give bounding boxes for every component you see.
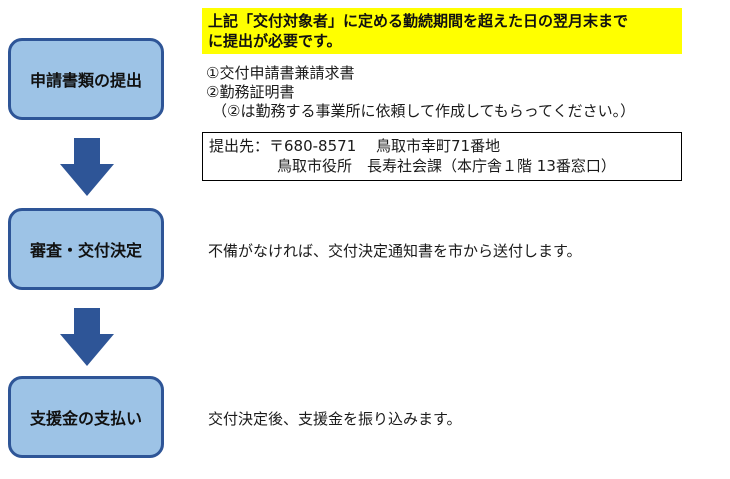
submission-label: 提出先：	[209, 137, 270, 155]
review-description: 不備がなければ、交付決定通知書を市から送付します。	[208, 242, 582, 260]
deadline-notice-line1: 上記「交付対象者」に定める勤続期間を超えた日の翌月末まで	[208, 12, 629, 30]
document-certificate-note: （②は勤務する事業所に依頼して作成してもらってください。）	[212, 102, 636, 120]
submission-office: 鳥取市役所 長寿社会課（本庁舎１階 13番窓口）	[277, 157, 616, 175]
submission-address-row: 提出先：〒680-8571 鳥取市幸町71番地	[209, 136, 675, 156]
submission-address-box: 提出先：〒680-8571 鳥取市幸町71番地 鳥取市役所 長寿社会課（本庁舎１…	[202, 132, 682, 181]
step-review-decision-label: 審査・交付決定	[29, 241, 142, 260]
document-item-certificate: ②勤務証明書	[206, 83, 295, 101]
down-arrow-icon	[60, 138, 114, 196]
down-arrow-icon	[60, 308, 114, 366]
deadline-notice: 上記「交付対象者」に定める勤続期間を超えた日の翌月末まで に提出が必要です。	[202, 8, 682, 54]
postal-address: 〒680-8571 鳥取市幸町71番地	[269, 137, 501, 155]
step-review-decision: 審査・交付決定	[8, 208, 164, 290]
deadline-notice-line2: に提出が必要です。	[208, 32, 342, 50]
step-payment-label: 支援金の支払い	[29, 409, 142, 428]
step-payment: 支援金の支払い	[8, 376, 164, 458]
step-submit-documents-label: 申請書類の提出	[29, 71, 142, 90]
payment-description: 交付決定後、支援金を振り込みます。	[208, 410, 462, 428]
required-documents: ①交付申請書兼請求書 ②勤務証明書 （②は勤務する事業所に依頼して作成してもらっ…	[206, 64, 635, 121]
document-item-application: ①交付申請書兼請求書	[206, 64, 355, 82]
step-submit-documents: 申請書類の提出	[8, 38, 164, 120]
